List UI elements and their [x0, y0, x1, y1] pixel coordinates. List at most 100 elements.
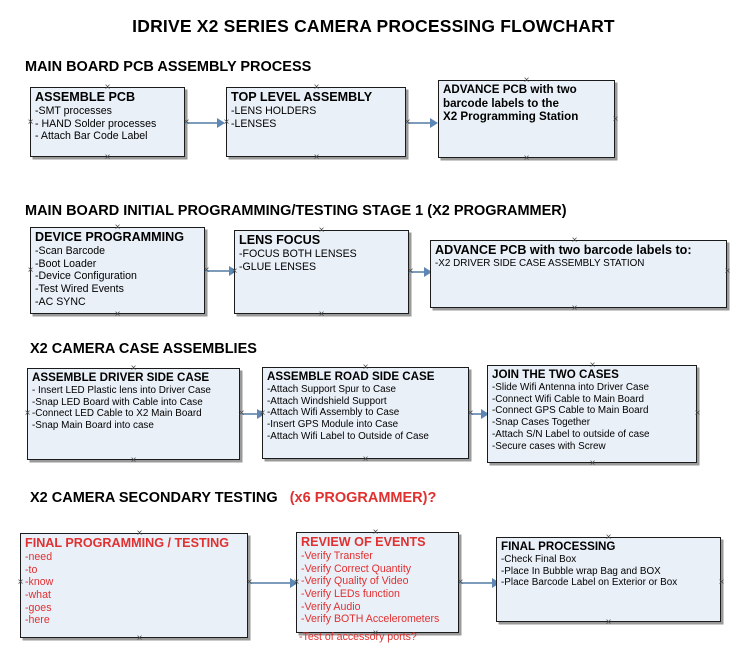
box-line: -Connect GPS Cable to Main Board — [492, 405, 649, 417]
connector-top-level-to-advance-pcb — [407, 122, 432, 124]
connection-handle-right[interactable] — [466, 409, 475, 418]
connection-handle-bottom[interactable] — [312, 153, 321, 162]
connection-handle-top[interactable] — [103, 83, 112, 92]
box-advance-pcb-to-x2-programming-station[interactable]: ADVANCE PCB with two barcode labels to t… — [438, 80, 615, 158]
connection-handle-bottom[interactable] — [588, 459, 597, 468]
box-line: - Attach Bar Code Label — [35, 130, 148, 143]
connection-handle-right[interactable] — [237, 409, 246, 418]
connection-handle-bottom[interactable] — [135, 634, 144, 643]
connection-handle-bottom[interactable] — [522, 154, 531, 163]
box-line: -Verify Quality of Video — [301, 575, 409, 588]
box-line: - HAND Solder processes — [35, 117, 157, 130]
box-line: -SMT processes — [35, 104, 112, 117]
box-line: -know — [25, 576, 54, 589]
box-heading: TOP LEVEL ASSEMBLY — [231, 90, 373, 104]
box-line: -Secure cases with Screw — [492, 441, 606, 453]
box-line: -LENSES — [231, 117, 277, 130]
box-line-overflow: -Test of accessory ports? — [299, 631, 417, 643]
box-join-the-two-cases[interactable]: JOIN THE TWO CASES -Slide Wifi Antenna i… — [487, 365, 697, 463]
connection-handle-bottom[interactable] — [361, 455, 370, 464]
box-assemble-pcb[interactable]: ASSEMBLE PCB -SMT processes - HAND Solde… — [30, 87, 185, 157]
connection-handle-right[interactable] — [245, 578, 254, 587]
connection-handle-right[interactable] — [182, 118, 191, 127]
connection-handle-top[interactable] — [361, 363, 370, 372]
connection-handle-top[interactable] — [371, 528, 380, 537]
connection-handle-top[interactable] — [317, 226, 326, 235]
box-advance-pcb-to-driver-side-case-station[interactable]: ADVANCE PCB with two barcode labels to: … — [430, 240, 727, 308]
connection-handle-left[interactable] — [16, 578, 25, 587]
box-assemble-driver-side-case[interactable]: ASSEMBLE DRIVER SIDE CASE - Insert LED P… — [27, 368, 240, 460]
box-heading: ASSEMBLE DRIVER SIDE CASE — [32, 371, 210, 384]
box-line: -Connect LED Cable to X2 Main Board — [32, 408, 202, 420]
connection-handle-left[interactable] — [230, 267, 239, 276]
connection-handle-top[interactable] — [135, 529, 144, 538]
connection-handle-top[interactable] — [113, 223, 122, 232]
box-line: -Snap Cases Together — [492, 417, 591, 429]
connection-handle-top[interactable] — [570, 236, 579, 245]
arrow-head — [430, 118, 438, 128]
box-heading-line3: X2 Programming Station — [443, 110, 579, 124]
section-title-x2-camera-secondary-testing: X2 CAMERA SECONDARY TESTING (x6 PROGRAMM… — [30, 490, 436, 506]
arrow-head — [217, 118, 225, 128]
box-line: -Attach Support Spur to Case — [267, 383, 396, 395]
box-line: -goes — [25, 601, 52, 614]
connection-handle-top[interactable] — [129, 364, 138, 373]
connection-handle-left[interactable] — [26, 118, 35, 127]
section-title-main-board-pcb-assembly: MAIN BOARD PCB ASSEMBLY PROCESS — [25, 59, 312, 75]
box-line: -Insert GPS Module into Case — [267, 419, 399, 431]
connection-handle-bottom[interactable] — [113, 310, 122, 319]
box-line: -Verify BOTH Accelerometers — [301, 613, 440, 626]
box-line: -Test Wired Events — [35, 282, 124, 295]
box-heading: JOIN THE TWO CASES — [492, 368, 619, 381]
box-line: - Insert LED Plastic lens into Driver Ca… — [32, 384, 211, 396]
box-top-level-assembly[interactable]: TOP LEVEL ASSEMBLY -LENS HOLDERS -LENSES — [226, 87, 406, 157]
box-line: -Slide Wifi Antenna into Driver Case — [492, 381, 649, 393]
connection-handle-left[interactable] — [26, 266, 35, 275]
arrow-head — [424, 267, 432, 277]
connection-handle-right[interactable] — [723, 267, 732, 276]
connection-handle-bottom[interactable] — [371, 629, 380, 638]
box-line: -Attach Wifi Assembly to Case — [267, 407, 400, 419]
connection-handle-top[interactable] — [312, 83, 321, 92]
connection-handle-right[interactable] — [406, 267, 415, 276]
box-heading: FINAL PROCESSING — [501, 540, 616, 553]
box-assemble-road-side-case[interactable]: ASSEMBLE ROAD SIDE CASE -Attach Support … — [262, 367, 469, 459]
connection-handle-right[interactable] — [403, 118, 412, 127]
box-line: -Place In Bubble wrap Bag and BOX — [501, 565, 661, 577]
box-line: -X2 DRIVER SIDE CASE ASSEMBLY STATION — [435, 257, 645, 269]
connection-handle-top[interactable] — [522, 76, 531, 85]
box-final-programming-testing[interactable]: FINAL PROGRAMMING / TESTING -need -to -k… — [20, 533, 248, 638]
connection-handle-left[interactable] — [292, 578, 301, 587]
connector-lens-focus-to-advance-pcb — [410, 271, 426, 273]
connection-handle-left[interactable] — [222, 118, 231, 127]
box-review-of-events[interactable]: REVIEW OF EVENTS -Verify Transfer -Verif… — [296, 532, 459, 633]
box-device-programming[interactable]: DEVICE PROGRAMMING -Scan Barcode -Boot L… — [30, 227, 205, 314]
box-line: -Connect Wifi Cable to Main Board — [492, 393, 645, 405]
connection-handle-left[interactable] — [258, 409, 267, 418]
box-final-processing[interactable]: FINAL PROCESSING -Check Final Box -Place… — [496, 537, 721, 622]
connection-handle-left[interactable] — [23, 409, 32, 418]
connection-handle-bottom[interactable] — [103, 153, 112, 162]
connector-assemble-pcb-to-top-level — [186, 122, 219, 124]
box-line: -to — [25, 563, 38, 576]
box-line: -Verify LEDs function — [301, 587, 400, 600]
connection-handle-top[interactable] — [588, 361, 597, 370]
connection-handle-right[interactable] — [693, 409, 702, 418]
connection-handle-right[interactable] — [202, 266, 211, 275]
box-heading: ASSEMBLE PCB — [35, 90, 136, 104]
page-title: IDRIVE X2 SERIES CAMERA PROCESSING FLOWC… — [132, 16, 615, 36]
box-heading: ADVANCE PCB with two — [443, 83, 577, 96]
box-line: -Place Barcode Label on Exterior or Box — [501, 577, 678, 589]
box-lens-focus[interactable]: LENS FOCUS -FOCUS BOTH LENSES -GLUE LENS… — [234, 230, 409, 314]
box-line: -Attach Wifi Label to Outside of Case — [267, 431, 429, 443]
connection-handle-right[interactable] — [717, 578, 726, 587]
box-line: -Attach S/N Label to outside of case — [492, 429, 650, 441]
connection-handle-bottom[interactable] — [317, 310, 326, 319]
connection-handle-right[interactable] — [456, 578, 465, 587]
connection-handle-top[interactable] — [604, 533, 613, 542]
connection-handle-bottom[interactable] — [570, 304, 579, 313]
connection-handle-bottom[interactable] — [604, 618, 613, 627]
box-heading: DEVICE PROGRAMMING — [35, 230, 185, 244]
connection-handle-bottom[interactable] — [129, 456, 138, 465]
connection-handle-right[interactable] — [611, 115, 620, 124]
